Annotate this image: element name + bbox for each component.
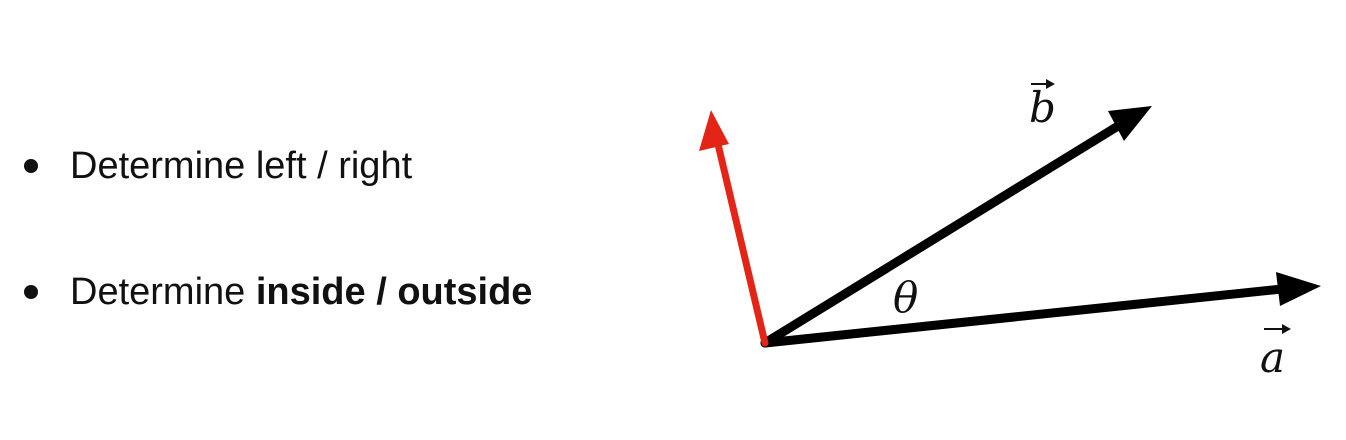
vector-a-label: a bbox=[1260, 333, 1285, 382]
bullet-dot-icon bbox=[24, 285, 38, 299]
bullet-text: Determine bbox=[70, 271, 256, 313]
bullet-dot-icon bbox=[24, 159, 38, 173]
normal-vector-arrowhead-icon bbox=[699, 110, 729, 151]
vector-b-label-arrow-icon bbox=[1031, 79, 1055, 89]
vector-b bbox=[760, 106, 1152, 348]
vector-a-label-arrow-icon bbox=[1264, 324, 1291, 334]
angle-theta-label: θ bbox=[893, 273, 918, 322]
vector-a-arrowhead-icon bbox=[1276, 272, 1321, 306]
bullet-list: Determine left / right Determine inside … bbox=[18, 138, 678, 320]
bullet-item-inside-outside: Determine inside / outside bbox=[18, 264, 678, 320]
normal-vector bbox=[699, 110, 769, 347]
normal-vector-shaft bbox=[713, 136, 769, 347]
vector-b-label: b bbox=[1029, 83, 1056, 132]
vector-b-shaft bbox=[760, 121, 1123, 348]
bullet-bold-text: inside / outside bbox=[255, 271, 533, 313]
vector-a-shaft bbox=[760, 284, 1287, 348]
bullet-text: Determine left / right bbox=[70, 145, 413, 187]
vector-a bbox=[760, 272, 1321, 348]
bullet-item-left-right: Determine left / right bbox=[18, 138, 678, 194]
vector-b-arrowhead-icon bbox=[1108, 106, 1152, 141]
